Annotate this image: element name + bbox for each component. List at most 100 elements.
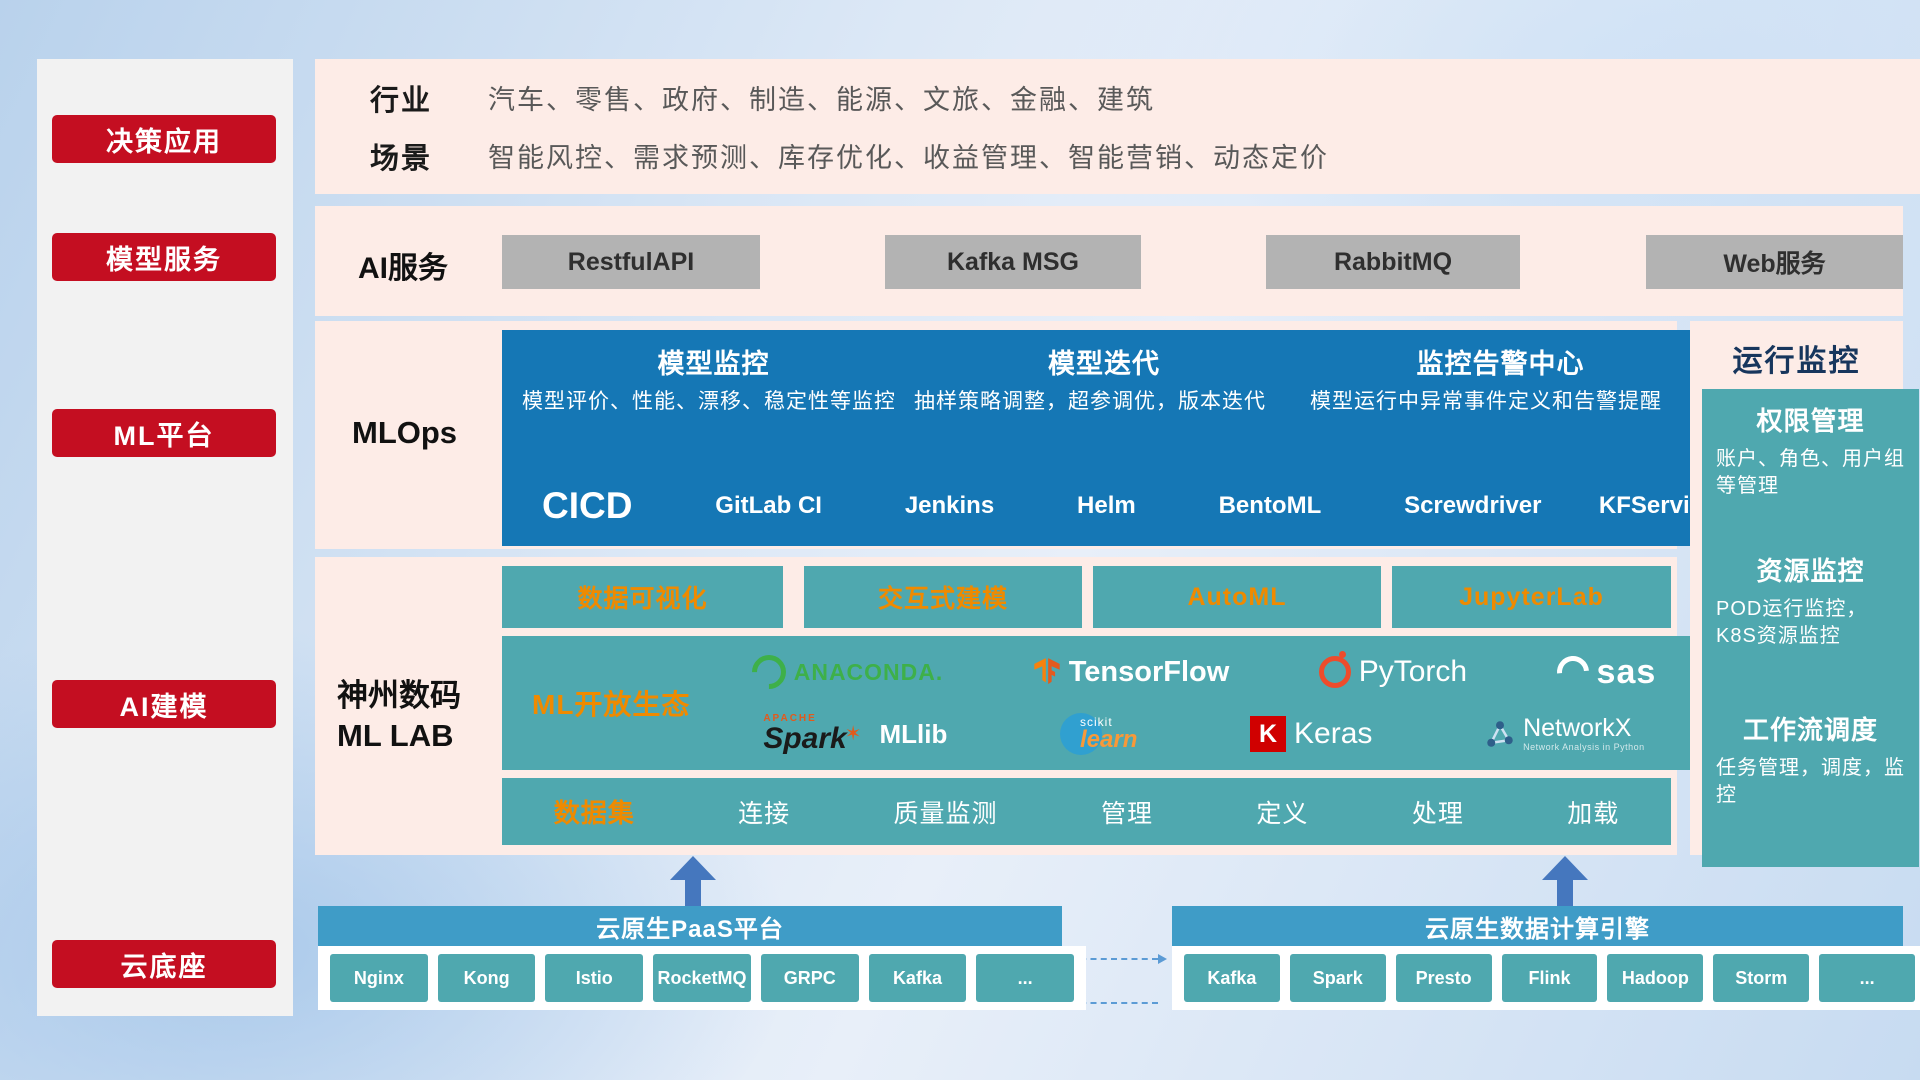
dataset-item-manage: 管理 (1100, 799, 1153, 828)
card-desc: POD运行监控，K8S资源监控 (1716, 598, 1868, 647)
card-desc: 模型运行中异常事件定义和告警提醒 (1310, 390, 1662, 413)
feature-automl: AutoML (1093, 566, 1381, 628)
up-arrow-engine (1542, 856, 1588, 906)
spark-star-icon: ✶ (844, 723, 862, 745)
ml-lab-label: 神州数码 ML LAB (337, 676, 461, 757)
anaconda-logo: ANACONDA. (744, 647, 944, 697)
ml-lab-label-line2: ML LAB (337, 718, 454, 754)
logo-row-1: ANACONDA. TensorFlow PyTorch sas (707, 644, 1701, 700)
ml-lab-label-line1: 神州数码 (337, 678, 461, 713)
spark-text: Spark (763, 722, 847, 755)
card-model-monitoring: 模型监控 模型评价、性能、漂移、稳定性等监控 (502, 330, 925, 484)
card-title: 监控告警中心 (1416, 349, 1585, 379)
pytorch-flame-icon (1318, 651, 1351, 688)
chip-presto: Presto (1395, 954, 1492, 1002)
scikit-learn-logo: scikit learn (1060, 713, 1137, 755)
card-title: 工作流调度 (1742, 715, 1878, 745)
card-resource-monitoring: 资源监控 POD运行监控，K8S资源监控 (1702, 539, 1919, 712)
feature-jupyterlab: JupyterLab (1392, 566, 1671, 628)
chip-rabbitmq: RabbitMQ (1266, 235, 1520, 289)
sidebar-item-ai-modeling: AI建模 (52, 680, 276, 728)
feature-interactive-modeling: 交互式建模 (804, 566, 1082, 628)
scenario-row: 场景 智能风控、需求预测、库存优化、收益管理、智能营销、动态定价 (370, 135, 1920, 177)
card-permission-management: 权限管理 账户、角色、用户组等管理 (1702, 389, 1919, 544)
industry-label: 行业 (370, 84, 433, 117)
cicd-item-screwdriver: Screwdriver (1404, 491, 1542, 519)
paas-chips: Nginx Kong Istio RocketMQ GRPC Kafka ... (318, 946, 1086, 1010)
chip-restful-api: RestfulAPI (502, 235, 760, 289)
ml-open-ecosystem-box: ML开放生态 ANACONDA. TensorFlow PyTorch (502, 636, 1731, 770)
chip-storm: Storm (1713, 954, 1810, 1002)
pytorch-logo: PyTorch (1318, 651, 1468, 689)
card-title: 模型迭代 (1048, 349, 1160, 379)
engine-chips: Kafka Spark Presto Flink Hadoop Storm ..… (1172, 946, 1920, 1010)
chip-kafka: Kafka (868, 954, 967, 1002)
feature-data-visualization: 数据可视化 (502, 566, 783, 628)
up-arrow-paas (670, 856, 716, 906)
logo-row-2: APACHE Spark ✶ MLlib scikit learn (707, 706, 1701, 762)
card-title: 模型监控 (657, 349, 770, 379)
card-desc: 抽样策略调整，超参调优，版本迭代 (914, 390, 1266, 413)
spark-mllib-logo: APACHE Spark ✶ MLlib (763, 714, 947, 754)
tensorflow-wordmark: TensorFlow (1068, 655, 1230, 688)
dataset-bar: 数据集 连接 质量监测 管理 定义 处理 加载 (502, 778, 1671, 845)
networkx-wordmark: NetworkX Network Analysis in Python (1523, 715, 1645, 752)
left-rail (37, 59, 293, 1016)
cicd-item-gitlab-ci: GitLab CI (715, 491, 822, 519)
data-engine-header: 云原生数据计算引擎 (1172, 906, 1903, 946)
sidebar-item-decision-apps: 决策应用 (52, 115, 276, 163)
cicd-item-bentoml: BentoML (1218, 491, 1322, 519)
chip-grpc: GRPC (760, 954, 859, 1002)
dataset-item-define: 定义 (1256, 799, 1309, 828)
card-title: 权限管理 (1756, 406, 1865, 436)
dataset-item-process: 处理 (1411, 799, 1464, 828)
sas-swoosh-icon (1550, 649, 1596, 695)
learn-text: learn (1080, 726, 1138, 753)
ecosystem-logo-grid: ANACONDA. TensorFlow PyTorch sas (707, 644, 1701, 762)
anaconda-ring-icon (744, 647, 793, 697)
ai-service-label: AI服务 (358, 252, 448, 285)
cicd-item-jenkins: Jenkins (904, 491, 995, 519)
scikit-wordmark: scikit learn (1080, 716, 1137, 752)
networkx-name: NetworkX (1523, 714, 1632, 743)
spark-line: Spark ✶ (763, 724, 861, 754)
scikit-text: scikit (1080, 715, 1113, 729)
dataset-label: 数据集 (553, 798, 635, 828)
pytorch-wordmark: PyTorch (1358, 655, 1468, 688)
chip-rocketmq: RocketMQ (653, 954, 751, 1002)
chip-hadoop: Hadoop (1607, 954, 1704, 1002)
chip-web-service: Web服务 (1646, 235, 1903, 289)
card-model-iteration: 模型迭代 抽样策略调整，超参调优，版本迭代 (894, 330, 1314, 484)
sas-wordmark: sas (1596, 652, 1657, 691)
dataset-item-quality: 质量监测 (893, 799, 998, 828)
industry-row: 行业 汽车、零售、政府、制造、能源、文旅、金融、建筑 (370, 77, 1920, 119)
sidebar-item-ml-platform: ML平台 (52, 409, 276, 457)
dashed-arrow-right (1070, 954, 1167, 964)
dataset-item-load: 加载 (1567, 799, 1620, 828)
cicd-item-helm: Helm (1077, 491, 1136, 519)
mllib-wordmark: MLlib (879, 718, 948, 749)
keras-wordmark: Keras (1294, 717, 1373, 750)
networkx-logo: NetworkX Network Analysis in Python (1485, 715, 1645, 752)
scenario-value: 智能风控、需求预测、库存优化、收益管理、智能营销、动态定价 (488, 143, 1329, 173)
card-desc: 模型评价、性能、漂移、稳定性等监控 (522, 390, 896, 413)
chip-spark: Spark (1289, 954, 1386, 1002)
scenario-label: 场景 (370, 142, 433, 175)
chip-ellipsis: ... (976, 954, 1075, 1002)
networkx-graph-icon (1487, 721, 1513, 747)
chip-kafka: Kafka (1184, 954, 1280, 1002)
scikit-circle-icon (1060, 713, 1103, 755)
card-title: 资源监控 (1756, 556, 1865, 586)
industry-scenario-panel: 行业 汽车、零售、政府、制造、能源、文旅、金融、建筑 场景 智能风控、需求预测、… (315, 59, 1920, 194)
cicd-bar: CICD GitLab CI Jenkins Helm BentoML Scre… (502, 466, 1751, 546)
keras-logo: K Keras (1250, 716, 1372, 752)
tensorflow-icon (1034, 658, 1060, 685)
apache-label: APACHE (763, 713, 817, 724)
card-desc: 任务管理，调度，监控 (1716, 757, 1905, 806)
card-alert-center: 监控告警中心 模型运行中异常事件定义和告警提醒 (1290, 330, 1711, 484)
paas-platform-header: 云原生PaaS平台 (318, 906, 1062, 946)
dataset-item-connect: 连接 (738, 799, 791, 828)
sas-logo: sas (1550, 649, 1657, 695)
chip-flink: Flink (1501, 954, 1598, 1002)
industry-value: 汽车、零售、政府、制造、能源、文旅、金融、建筑 (488, 85, 1155, 115)
